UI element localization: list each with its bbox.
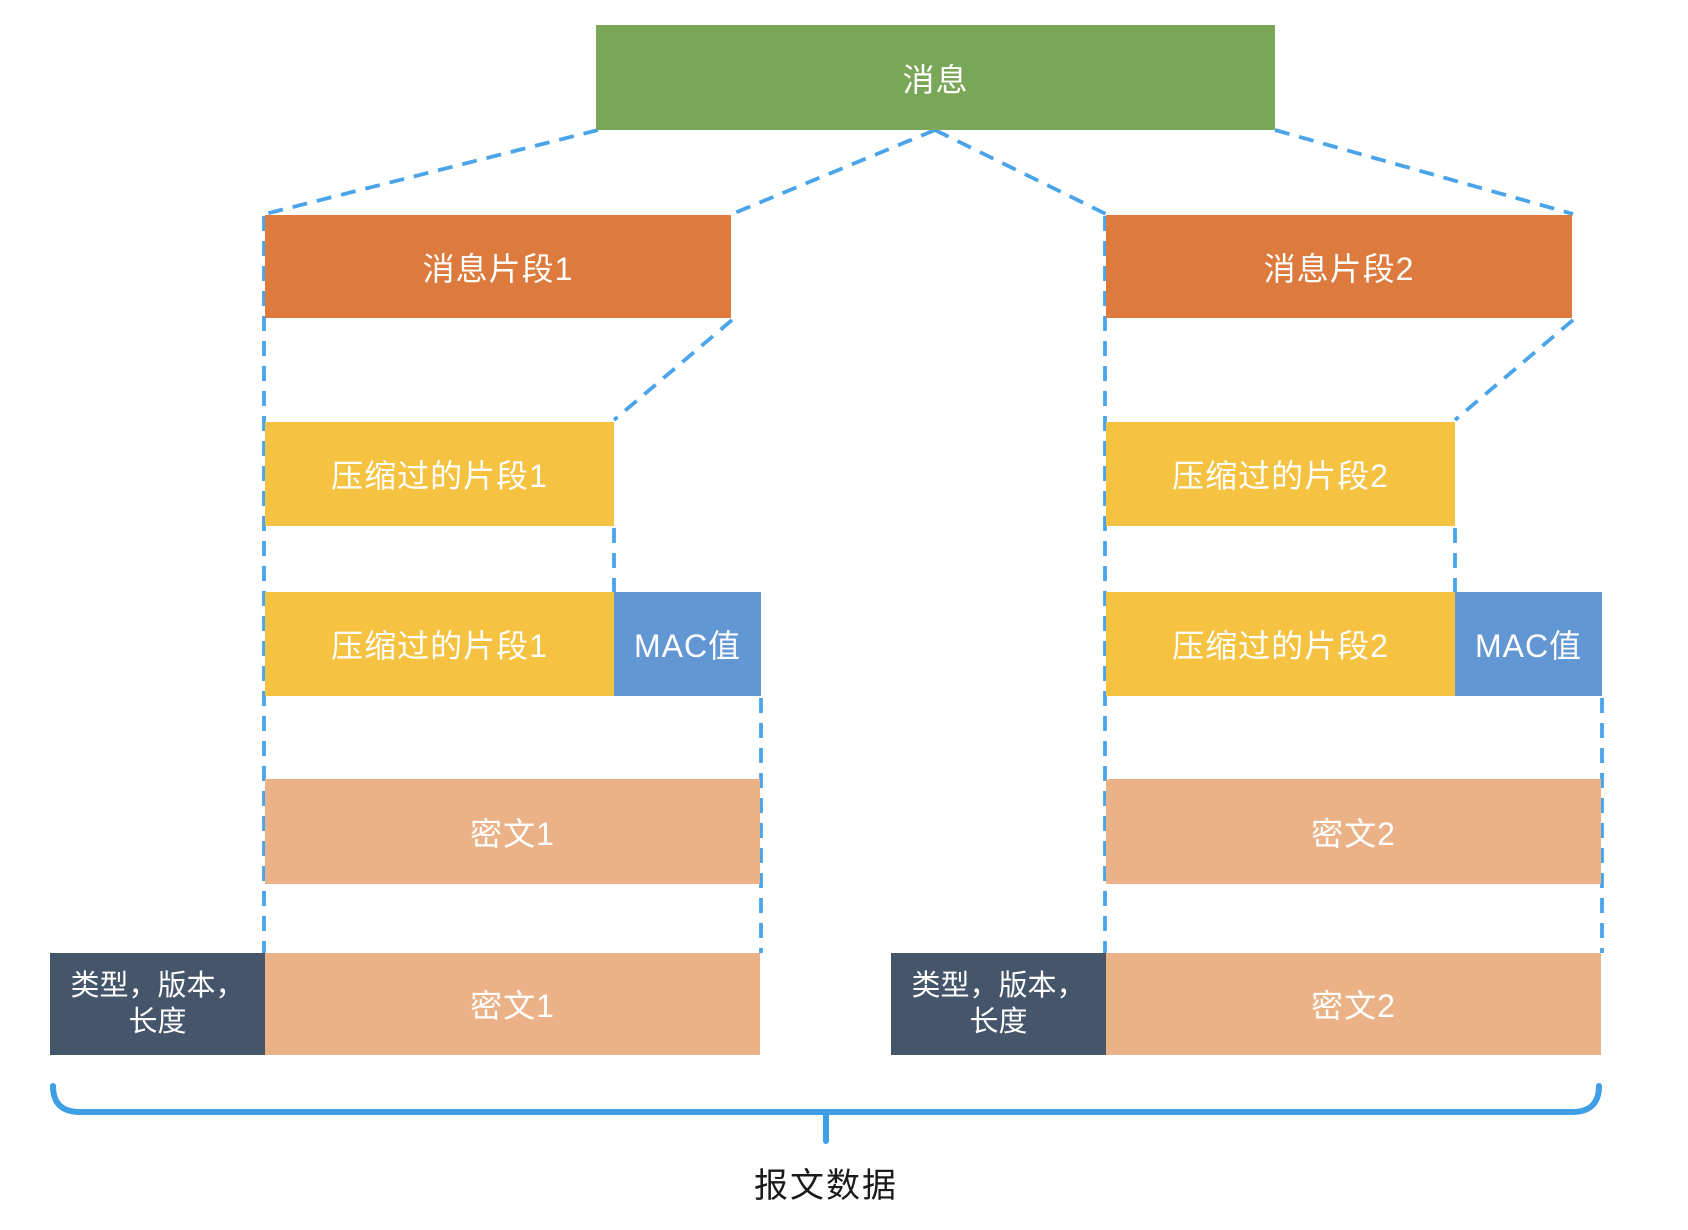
packet-data-label: 报文数据 bbox=[754, 1167, 898, 1205]
record-header-1-line2: 长度 bbox=[128, 1006, 187, 1038]
bottom-brace bbox=[50, 1083, 1602, 1144]
compressed-fragment-1-with-mac-box: 压缩过的片段1 bbox=[265, 592, 614, 696]
ciphertext-1-box: 密文1 bbox=[265, 779, 760, 884]
connector-message-to-fragment2-left bbox=[934, 128, 1107, 216]
connector-message-to-fragment2-right bbox=[1274, 128, 1574, 216]
bottom-brace-span bbox=[50, 1083, 1602, 1115]
mac-value-2-box: MAC值 bbox=[1455, 592, 1602, 696]
record-ciphertext-1-box: 密文1 bbox=[265, 953, 760, 1055]
record-header-1-box: 类型，版本， 长度 bbox=[50, 953, 265, 1055]
record-header-2-line2: 长度 bbox=[969, 1006, 1028, 1038]
connector-fragment1-to-compressed1 bbox=[612, 318, 734, 422]
mac-value-1-box: MAC值 bbox=[614, 592, 761, 696]
dashed-connectors bbox=[262, 128, 1604, 953]
record-ciphertext-2-box: 密文2 bbox=[1106, 953, 1601, 1055]
message-fragment-1-box: 消息片段1 bbox=[265, 215, 731, 318]
compressed-fragment-2-with-mac-box: 压缩过的片段2 bbox=[1106, 592, 1455, 696]
connector-message-to-fragment1-right bbox=[731, 128, 936, 216]
compressed-fragment-1-box: 压缩过的片段1 bbox=[265, 422, 614, 526]
message-box: 消息 bbox=[596, 25, 1275, 130]
record-header-2-box: 类型，版本， 长度 bbox=[891, 953, 1106, 1055]
record-header-2-line1: 类型，版本， bbox=[911, 969, 1086, 1002]
record-header-1-line1: 类型，版本， bbox=[70, 969, 245, 1002]
connector-message-to-fragment1-left bbox=[264, 128, 599, 216]
compressed-fragment-2-box: 压缩过的片段2 bbox=[1106, 422, 1455, 526]
connector-fragment2-to-compressed2 bbox=[1453, 318, 1575, 422]
message-fragment-2-box: 消息片段2 bbox=[1106, 215, 1572, 318]
ciphertext-2-box: 密文2 bbox=[1106, 779, 1601, 884]
